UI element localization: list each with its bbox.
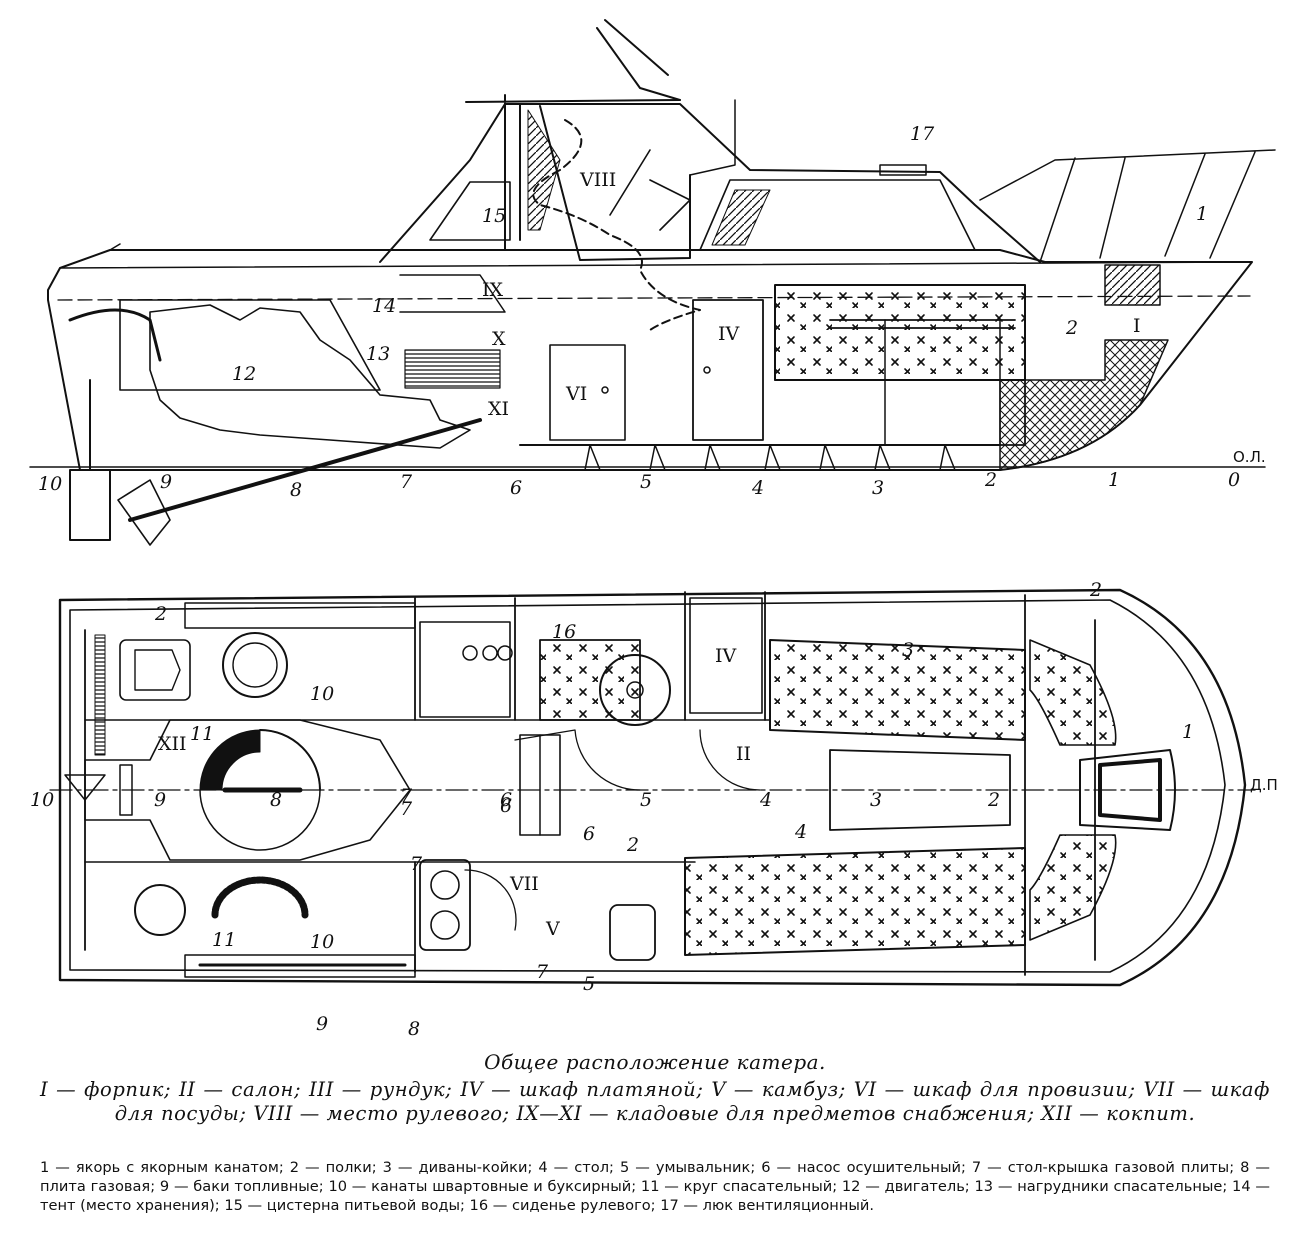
anchor-well: [1079, 749, 1176, 831]
plan-item-label: 4: [794, 821, 807, 843]
steering-wheel: [599, 654, 671, 726]
profile-compartment-label: VIII: [579, 169, 616, 191]
plan-compartment-label: V: [545, 918, 560, 940]
profile-station-label: 1: [1108, 469, 1120, 491]
caption-compartments: I — форпик; II — салон; III — рундук; IV…: [40, 1078, 1270, 1125]
plan-station-label: 7: [400, 785, 413, 807]
plan-item-label: 6: [583, 823, 595, 845]
plan-station-label: 4: [759, 789, 772, 811]
salon-table: [829, 749, 1011, 831]
centerline-label: Д.П: [1250, 776, 1278, 794]
profile-compartment-label: X: [492, 328, 506, 350]
profile-item-label: 15: [482, 205, 506, 227]
plan-view: [49, 588, 1256, 987]
profile-compartment-label: IX: [482, 279, 504, 301]
profile-station-label: 10: [38, 473, 62, 495]
plan-compartment-label: XII: [158, 733, 187, 755]
profile-station-label: 2: [984, 469, 997, 491]
plan-item-label: 5: [583, 973, 595, 995]
plan-item-label: 9: [316, 1013, 328, 1035]
profile-item-label: 17: [910, 123, 935, 145]
plan-item-label: 2: [1089, 579, 1102, 601]
profile-station-label: 8: [290, 479, 302, 501]
plan-item-label: 8: [408, 1018, 420, 1040]
profile-station-label: 7: [400, 471, 413, 493]
profile-item-label: 2: [1065, 317, 1078, 339]
profile-item-label: 12: [232, 363, 256, 385]
caption-items-legend: 1 — якорь с якорным канатом; 2 — полки; …: [40, 1159, 1270, 1214]
life-jackets-box: [404, 349, 501, 389]
profile-station-label: 4: [751, 477, 764, 499]
plan-item-label: 10: [310, 683, 334, 705]
deckhouse: [379, 103, 1041, 263]
bunk-profile: [774, 284, 1026, 381]
plan-compartment-label: IV: [715, 645, 737, 667]
plan-item-label: 7: [410, 853, 423, 875]
profile-item-label: 14: [372, 295, 396, 317]
plan-item-label: 11: [190, 723, 214, 745]
plan-station-label: 8: [270, 789, 282, 811]
profile-compartment-label: IV: [718, 323, 740, 345]
engine: [149, 304, 471, 449]
rope-coil-port: [222, 632, 288, 698]
berth-port: [769, 639, 1026, 741]
plan-station-label: 10: [30, 789, 54, 811]
plan-item-label: 10: [310, 931, 334, 953]
profile-item-label: 13: [366, 343, 390, 365]
caption-title: Общее расположение катера.: [484, 1050, 826, 1074]
plan-station-label: 3: [870, 789, 882, 811]
berth-starboard: [684, 847, 1026, 956]
plan-compartment-label: VII: [509, 873, 539, 895]
profile-compartment-label: VI: [565, 383, 587, 405]
profile-item-label: 1: [1196, 203, 1208, 225]
plan-station-label: 2: [987, 789, 1000, 811]
side-profile-view: [29, 19, 1276, 546]
plan-item-label: 7: [400, 798, 413, 820]
plan-item-label: 2: [154, 603, 167, 625]
plan-item-label: 16: [552, 621, 576, 643]
plan-station-label: 5: [640, 789, 652, 811]
plan-station-label: 9: [154, 789, 166, 811]
lifebuoy-starboard: [134, 884, 186, 936]
plan-item-label: 7: [536, 961, 549, 983]
profile-compartment-label: I: [1133, 315, 1141, 337]
plan-item-label: 1: [1182, 721, 1194, 743]
gas-stove: [419, 859, 471, 951]
helmsman-seat: [539, 639, 641, 721]
deck-outline: [58, 588, 1247, 987]
profile-station-label: 5: [640, 471, 652, 493]
plan-item-label: 2: [626, 834, 639, 856]
waterline-label: О.Л.: [1233, 448, 1266, 466]
plan-item-label: 3: [902, 639, 914, 661]
profile-station-label: 3: [872, 477, 884, 499]
plan-station-label: 6: [500, 789, 512, 811]
profile-station-label: 0: [1228, 469, 1240, 491]
profile-station-label: 6: [510, 477, 522, 499]
plan-compartment-label: II: [736, 743, 751, 765]
wash-basin: [609, 904, 656, 961]
plan-item-label: 6: [500, 795, 512, 817]
profile-compartment-label: XI: [488, 398, 509, 420]
plan-item-label: 11: [212, 929, 236, 951]
profile-station-label: 9: [160, 471, 172, 493]
